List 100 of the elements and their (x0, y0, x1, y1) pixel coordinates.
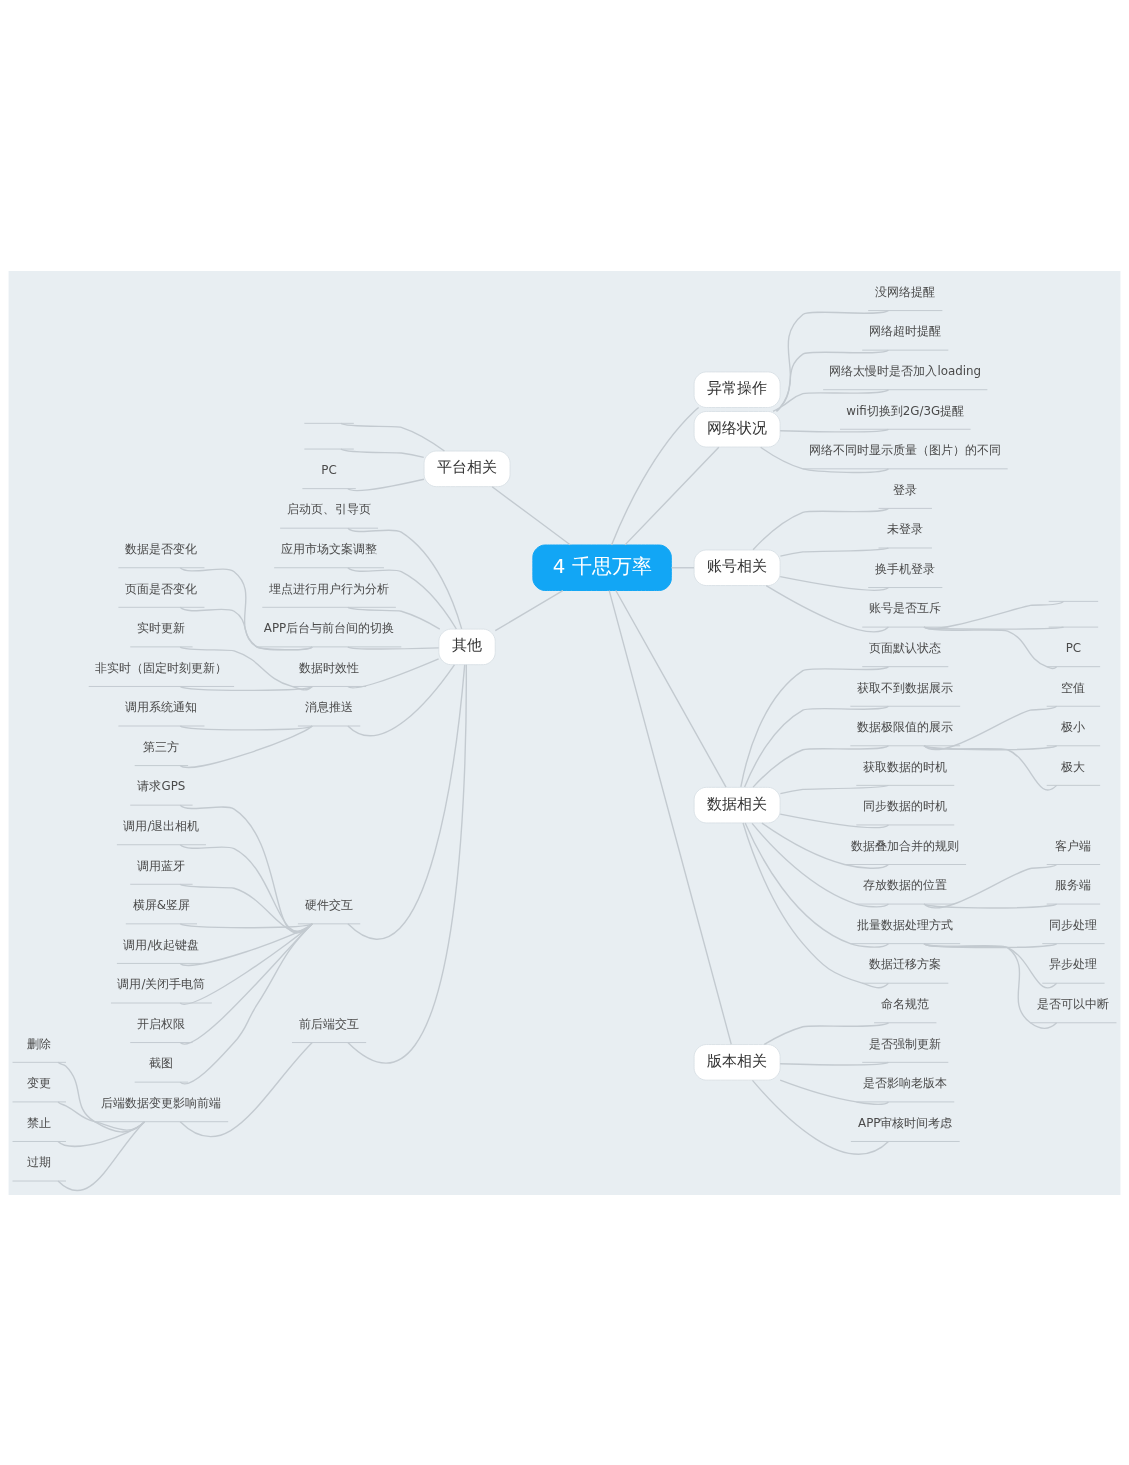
connector (779, 812, 890, 828)
node-text: PC (321, 462, 337, 477)
node-text: 调用蓝牙 (137, 858, 186, 873)
connector (347, 527, 463, 629)
node-text: 存放数据的位置 (863, 877, 948, 892)
connector (347, 663, 456, 736)
node-text: 实时更新 (137, 620, 186, 635)
connector (179, 922, 313, 1045)
node-text: 网络超时提醒 (869, 323, 942, 338)
node-text: 请求GPS (137, 778, 186, 793)
connector (179, 922, 313, 966)
node-box: 其他 (438, 628, 496, 665)
node-text: 换手机登录 (875, 561, 936, 576)
node-text: 极大 (1061, 759, 1086, 774)
connector (779, 546, 890, 557)
node-text: 消息推送 (305, 699, 354, 714)
connector (772, 388, 890, 412)
connector (923, 705, 1058, 750)
connector (624, 446, 720, 546)
connector (752, 744, 890, 788)
connector (615, 589, 727, 788)
node-text: 账号是否互斥 (869, 600, 942, 615)
node-text: 删除 (27, 1036, 52, 1051)
node-text: 前后端交互 (299, 1016, 360, 1031)
connector (179, 724, 313, 768)
connector (759, 446, 890, 473)
node-text: 调用/关闭手电筒 (117, 976, 206, 991)
connector (179, 922, 313, 1005)
node-text: 数据极限值的展示 (857, 719, 954, 734)
node-text: 未登录 (887, 521, 924, 536)
connector (751, 1079, 890, 1155)
connector (347, 663, 467, 1062)
node-text: 数据迁移方案 (869, 956, 942, 971)
connector (923, 863, 1058, 909)
node-underline (1048, 600, 1099, 602)
node-text: 页面是否变化 (125, 581, 198, 596)
connector (744, 821, 890, 948)
node-text: 过期 (27, 1154, 52, 1169)
node-text: 调用系统通知 (125, 699, 198, 714)
connector (779, 575, 890, 591)
connector (179, 566, 313, 651)
connector (670, 566, 695, 568)
connector (776, 309, 890, 412)
connector (179, 685, 313, 691)
connector (347, 657, 440, 688)
connector (763, 1021, 890, 1045)
connector (923, 942, 1058, 1029)
node-text: wifi切换到2G/3G提醒 (846, 403, 965, 418)
connector (775, 348, 890, 412)
node-text: 空值 (1061, 680, 1086, 694)
node-box: 异常操作 (693, 370, 781, 408)
node-text: 是否影响老版本 (863, 1075, 948, 1090)
node-text: APP后台与前台间的切换 (263, 620, 395, 635)
node-text: 埋点进行用户行为分析 (269, 581, 390, 596)
node-text: 启动页、引导页 (287, 501, 372, 516)
node-text: 数据叠加合并的规则 (851, 838, 960, 853)
connector (923, 600, 1065, 629)
connector (761, 821, 890, 869)
node-text: 禁止 (27, 1115, 52, 1130)
connector (179, 724, 313, 731)
connector (179, 922, 313, 928)
node-text: 第三方 (143, 739, 180, 754)
connector (740, 665, 890, 788)
connector (340, 447, 425, 458)
connector (347, 478, 425, 491)
connector (179, 883, 313, 932)
node-box: 4 千思万率 (532, 544, 672, 591)
node-text: 客户端 (1055, 838, 1092, 853)
node-text: 开启权限 (137, 1016, 186, 1031)
node-text: 硬件交互 (305, 897, 354, 912)
connector (779, 784, 890, 794)
node-text: 没网络提醒 (875, 284, 936, 299)
node-box: 平台相关 (423, 450, 511, 487)
node-text: 横屏&竖屏 (132, 897, 191, 912)
connector (779, 428, 890, 433)
connector (347, 663, 466, 939)
connector (179, 645, 313, 691)
node-text: 应用市场文案调整 (281, 541, 378, 556)
node-text: 网络不同时显示质量（图片）的不同 (809, 442, 1002, 457)
node-text: 后端数据变更影响前端 (101, 1095, 222, 1110)
connector (752, 507, 890, 550)
node-text: 同步数据的时机 (863, 798, 948, 813)
connector (347, 566, 458, 630)
connector (779, 1078, 890, 1105)
connector (743, 705, 890, 788)
node-text: 获取不到数据展示 (857, 680, 954, 694)
node-text: 服务端 (1055, 877, 1092, 892)
connector (923, 902, 1058, 909)
connector (494, 589, 564, 631)
connector (742, 821, 890, 988)
connector (779, 1061, 890, 1066)
node-text: 非实时（固定时刻更新） (95, 660, 228, 675)
node-text: 数据时效性 (299, 660, 360, 675)
node-text: 调用/收起键盘 (123, 937, 200, 952)
connector (765, 584, 890, 632)
node-text: 调用/退出相机 (123, 818, 200, 833)
node-text: APP审核时间考虑 (858, 1115, 953, 1130)
node-text: 异步处理 (1049, 956, 1098, 971)
node-text: 批量数据处理方式 (857, 917, 954, 932)
connector (347, 606, 441, 630)
